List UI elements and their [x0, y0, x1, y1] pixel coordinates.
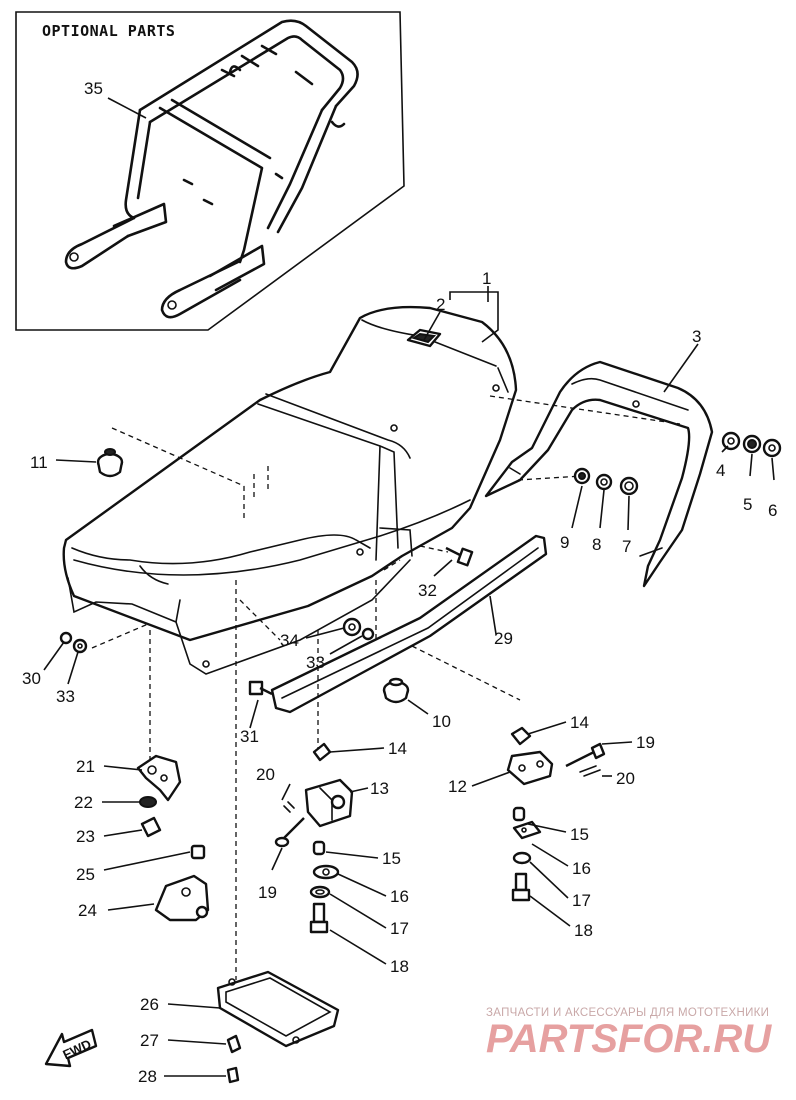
- callout-28: 28: [138, 1067, 157, 1086]
- callout-18a: 18: [574, 921, 593, 940]
- fwd-arrow: FWD: [44, 1028, 98, 1068]
- callout-29: 29: [494, 629, 513, 648]
- callout-6: 6: [768, 501, 777, 520]
- assembly-lines: [91, 395, 681, 980]
- callout-32: 32: [418, 581, 437, 600]
- callout-18b: 18: [390, 957, 409, 976]
- callout-10: 10: [432, 712, 451, 731]
- callout-20b: 20: [256, 765, 275, 784]
- callout-34: 34: [280, 631, 299, 650]
- callout-8: 8: [592, 535, 601, 554]
- callout-16a: 16: [572, 859, 591, 878]
- callout-14b: 14: [388, 739, 407, 758]
- callout-20a: 20: [616, 769, 635, 788]
- callout-4: 4: [716, 461, 725, 480]
- luggage-carrier: [64, 19, 359, 319]
- watermark-subtitle: ЗАПЧАСТИ И АКСЕССУАРЫ ДЛЯ МОТОТЕХНИКИ: [486, 1007, 769, 1019]
- hinge-left: [274, 742, 354, 934]
- optional-parts-title: OPTIONAL PARTS: [42, 22, 175, 40]
- callout-35: 35: [84, 79, 103, 98]
- callout-11: 11: [30, 453, 48, 472]
- callout-3: 3: [692, 327, 701, 346]
- callout-19b: 19: [258, 883, 277, 902]
- rubber-damper: [382, 677, 410, 704]
- watermark: ЗАПЧАСТИ И АКСЕССУАРЫ ДЛЯ МОТОТЕХНИКИ PA…: [486, 1007, 772, 1061]
- optional-parts-frame: OPTIONAL PARTS: [15, 11, 405, 331]
- callout-31: 31: [240, 727, 259, 746]
- callout-24: 25: [76, 865, 95, 884]
- callout-16b: 16: [390, 887, 409, 906]
- seat-lock-parts: [136, 754, 210, 922]
- callout-21: 21: [76, 757, 95, 776]
- callout-13: 13: [370, 779, 389, 798]
- callout-1: 1: [482, 269, 491, 288]
- callout-22: 22: [74, 793, 93, 812]
- callout-14a: 14: [570, 713, 589, 732]
- callout-15b: 15: [382, 849, 401, 868]
- callout-26: 26: [140, 995, 159, 1014]
- seat-damper: [96, 448, 124, 478]
- hinge-right: [506, 726, 606, 902]
- seat-emblem: [406, 328, 442, 348]
- bolt-31: [248, 680, 273, 696]
- callout-7: 7: [622, 537, 631, 556]
- callout-25: 24: [78, 901, 97, 920]
- callout-19a: 19: [636, 733, 655, 752]
- callout-30: 30: [22, 669, 41, 688]
- side-strip: [270, 534, 548, 714]
- callout-33a: 33: [306, 653, 325, 672]
- callout-27: 27: [140, 1031, 159, 1050]
- document-tray: [216, 970, 340, 1084]
- callout-23: 23: [76, 827, 95, 846]
- callout-33b: 33: [56, 687, 75, 706]
- callout-17b: 17: [390, 919, 409, 938]
- callout-15a: 15: [570, 825, 589, 844]
- callout-5: 5: [743, 495, 752, 514]
- bar-washers: [573, 467, 639, 496]
- callout-17a: 17: [572, 891, 591, 910]
- seat-assembly: [62, 305, 518, 675]
- washers-30-33: [59, 631, 88, 654]
- leader-lines: [43, 97, 775, 1077]
- grab-bar: [484, 360, 714, 588]
- callout-12: 12: [448, 777, 467, 796]
- nut-34: [342, 617, 375, 641]
- callout-labels: 1 2 3 4 5 6 7 8 9 10 11 12 13 14 14 15 1…: [22, 79, 777, 1086]
- grab-bar-fasteners: [721, 431, 782, 458]
- callout-9: 9: [560, 533, 569, 552]
- callout-2: 2: [436, 295, 445, 314]
- screw-32: [445, 546, 474, 567]
- watermark-brand: PARTSFOR.RU: [486, 1017, 772, 1061]
